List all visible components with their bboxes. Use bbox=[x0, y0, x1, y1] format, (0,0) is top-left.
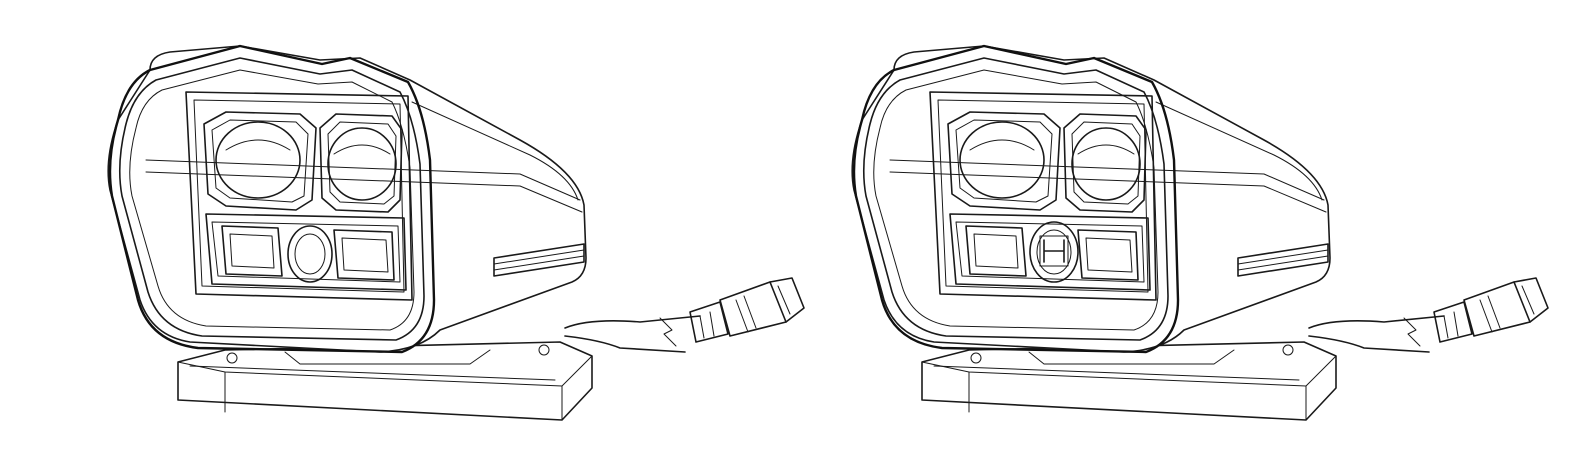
lamp-view-left bbox=[106, 44, 806, 422]
lamp-view-right bbox=[851, 44, 1550, 422]
center-lamp-round bbox=[287, 225, 333, 283]
center-sensor-module bbox=[1029, 221, 1079, 283]
